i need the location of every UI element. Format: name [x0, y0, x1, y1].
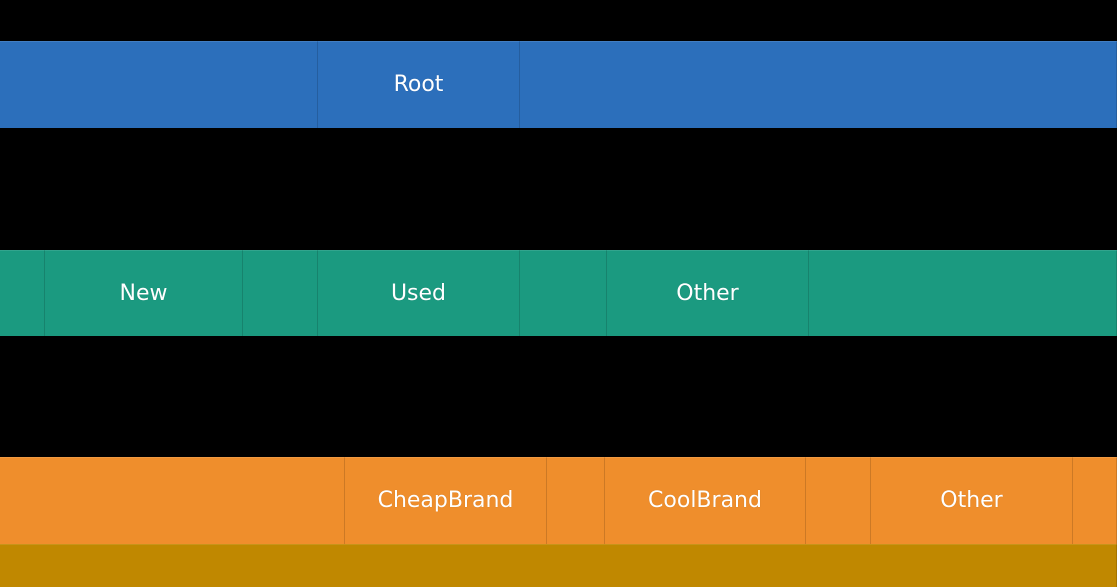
icicle-node-label: Other	[676, 280, 739, 306]
icicle-node-root[interactable]: Root	[318, 41, 520, 128]
icicle-node-condition-level-4[interactable]	[520, 250, 607, 336]
icicle-node-other[interactable]: Other	[871, 457, 1073, 544]
icicle-node-root-level-2[interactable]	[520, 41, 1117, 128]
icicle-node-label: Root	[393, 72, 444, 97]
icicle-node-label: CheapBrand	[377, 488, 514, 513]
icicle-node-brand-level-0[interactable]	[0, 457, 345, 544]
icicle-node-used[interactable]: Used	[318, 250, 520, 336]
icicle-node-label: New	[119, 280, 168, 306]
icicle-node-leaf-level-0[interactable]	[0, 544, 1117, 587]
icicle-node-other[interactable]: Other	[607, 250, 809, 336]
icicle-node-coolbrand[interactable]: CoolBrand	[605, 457, 806, 544]
icicle-node-label: Used	[390, 280, 447, 306]
icicle-node-root-level-0[interactable]	[0, 41, 318, 128]
icicle-node-label: CoolBrand	[648, 488, 762, 513]
icicle-node-condition-level-6[interactable]	[809, 250, 1117, 336]
icicle-node-cheapbrand[interactable]: CheapBrand	[345, 457, 547, 544]
icicle-node-label: Other	[940, 488, 1003, 513]
icicle-node-condition-level-0[interactable]	[0, 250, 45, 336]
icicle-node-brand-level-4[interactable]	[806, 457, 871, 544]
icicle-node-brand-level-6[interactable]	[1073, 457, 1117, 544]
icicle-node-brand-level-2[interactable]	[547, 457, 605, 544]
icicle-node-condition-level-2[interactable]	[243, 250, 318, 336]
icicle-node-new[interactable]: New	[45, 250, 243, 336]
